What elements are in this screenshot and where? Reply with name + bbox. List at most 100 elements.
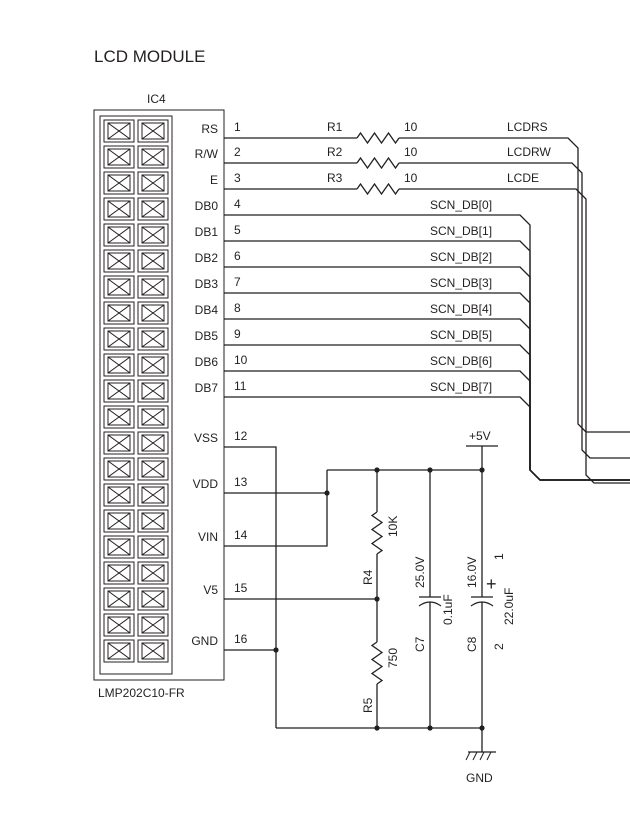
r4-resistor [370, 511, 384, 555]
lcd-character-cells [103, 119, 169, 663]
ic-pin-name: VIN [198, 530, 218, 544]
lcd-cell [137, 145, 169, 169]
pin-number: 2 [234, 145, 241, 159]
lcd-cell [137, 119, 169, 143]
pin-number: 16 [234, 632, 248, 646]
lcd-cell [103, 561, 135, 585]
lcd-cell [103, 483, 135, 507]
r5-value: 750 [386, 648, 400, 668]
lcd-cell [103, 457, 135, 481]
lcd-cell [137, 379, 169, 403]
lcd-cell [137, 223, 169, 247]
resistor-value: 10 [404, 171, 418, 185]
lcd-cell [137, 483, 169, 507]
lcd-cell [103, 639, 135, 663]
data-wire [224, 240, 630, 481]
lcd-cell [137, 197, 169, 221]
series-resistor [356, 156, 400, 170]
pin-number: 11 [234, 379, 247, 393]
lcd-cell [103, 431, 135, 455]
resistor-refdes: R3 [327, 171, 343, 185]
net-label: LCDRS [507, 120, 548, 134]
ic-pin-name: DB0 [195, 199, 219, 213]
net-label: SCN_DB[4] [430, 302, 492, 316]
ctrl-net-wire [399, 137, 630, 433]
lcd-cell [103, 509, 135, 533]
pin-number: 14 [234, 528, 248, 542]
ic-part-number: LMP202C10-FR [98, 686, 185, 700]
resistor-value: 10 [404, 120, 418, 134]
lcd-cell [103, 327, 135, 351]
power-section: +5V 10K R4 750 R5 25.0V 0.1uF C7 + 16.0V… [224, 429, 516, 785]
net-label: SCN_DB[3] [430, 276, 492, 290]
resistor-refdes: R2 [327, 145, 343, 159]
ic-pin-name: DB1 [195, 225, 219, 239]
lcd-cell [103, 223, 135, 247]
ic-pin-name: E [210, 173, 218, 187]
lcd-cell [103, 353, 135, 377]
lcd-cell [137, 249, 169, 273]
junction-dot [273, 647, 279, 653]
ic-pin-name: DB6 [195, 355, 219, 369]
lcd-cell [137, 431, 169, 455]
ic-refdes: IC4 [147, 92, 166, 106]
pin-number: 12 [234, 429, 248, 443]
pin-number: 6 [234, 249, 241, 263]
lcd-cell [137, 613, 169, 637]
ic-pin-name: DB5 [195, 329, 219, 343]
series-resistor [356, 131, 400, 145]
lcd-cell [103, 405, 135, 429]
r5-refdes: R5 [361, 697, 375, 713]
lcd-cell [137, 327, 169, 351]
pin-number: 9 [234, 327, 241, 341]
lcd-cell [137, 353, 169, 377]
net-label: SCN_DB[7] [430, 380, 492, 394]
c7-voltage: 25.0V [413, 557, 427, 588]
lcd-cell [103, 301, 135, 325]
ic-pin-name: V5 [203, 583, 218, 597]
pin-number: 15 [234, 581, 248, 595]
ctrl-net-wire [399, 188, 630, 484]
net-label: SCN_DB[1] [430, 224, 492, 238]
ic-pin-name: DB3 [195, 277, 219, 291]
lcd-cell [137, 171, 169, 195]
data-wire [224, 214, 630, 481]
pin-number: 5 [234, 223, 241, 237]
pin-number: 3 [234, 171, 241, 185]
net-label: SCN_DB[5] [430, 328, 492, 342]
c8-pin1: 1 [492, 553, 506, 560]
lcd-cell [103, 119, 135, 143]
vcc-label: +5V [469, 429, 491, 443]
pin-number: 13 [234, 475, 248, 489]
net-label: SCN_DB[0] [430, 198, 492, 212]
c8-polarity-mark: + [486, 574, 497, 594]
ctrl-net-wire [399, 162, 630, 459]
ic-pin-name: RS [201, 122, 218, 136]
ic-pin-name: R/W [195, 147, 219, 161]
pin-number: 1 [234, 120, 241, 134]
lcd-cell [137, 587, 169, 611]
pin-number: 7 [234, 275, 241, 289]
lcd-cell [137, 457, 169, 481]
c8-refdes: C8 [465, 636, 479, 652]
resistor-refdes: R1 [327, 120, 343, 134]
gnd-label: GND [466, 771, 493, 785]
ic-pin-name: VDD [193, 477, 219, 491]
lcd-cell [103, 379, 135, 403]
series-resistor [356, 182, 400, 196]
lcd-cell [137, 535, 169, 559]
ic-pin-name: GND [191, 634, 218, 648]
c8-voltage: 16.0V [465, 557, 479, 588]
net-label: LCDRW [507, 145, 551, 159]
net-label: LCDE [507, 171, 539, 185]
r4-refdes: R4 [361, 569, 375, 585]
lcd-cell [137, 639, 169, 663]
data-wire [224, 292, 630, 481]
lcd-display-area [99, 115, 173, 675]
junction-dot [324, 490, 330, 496]
data-wire [224, 344, 630, 481]
c7-value: 0.1uF [441, 594, 455, 625]
